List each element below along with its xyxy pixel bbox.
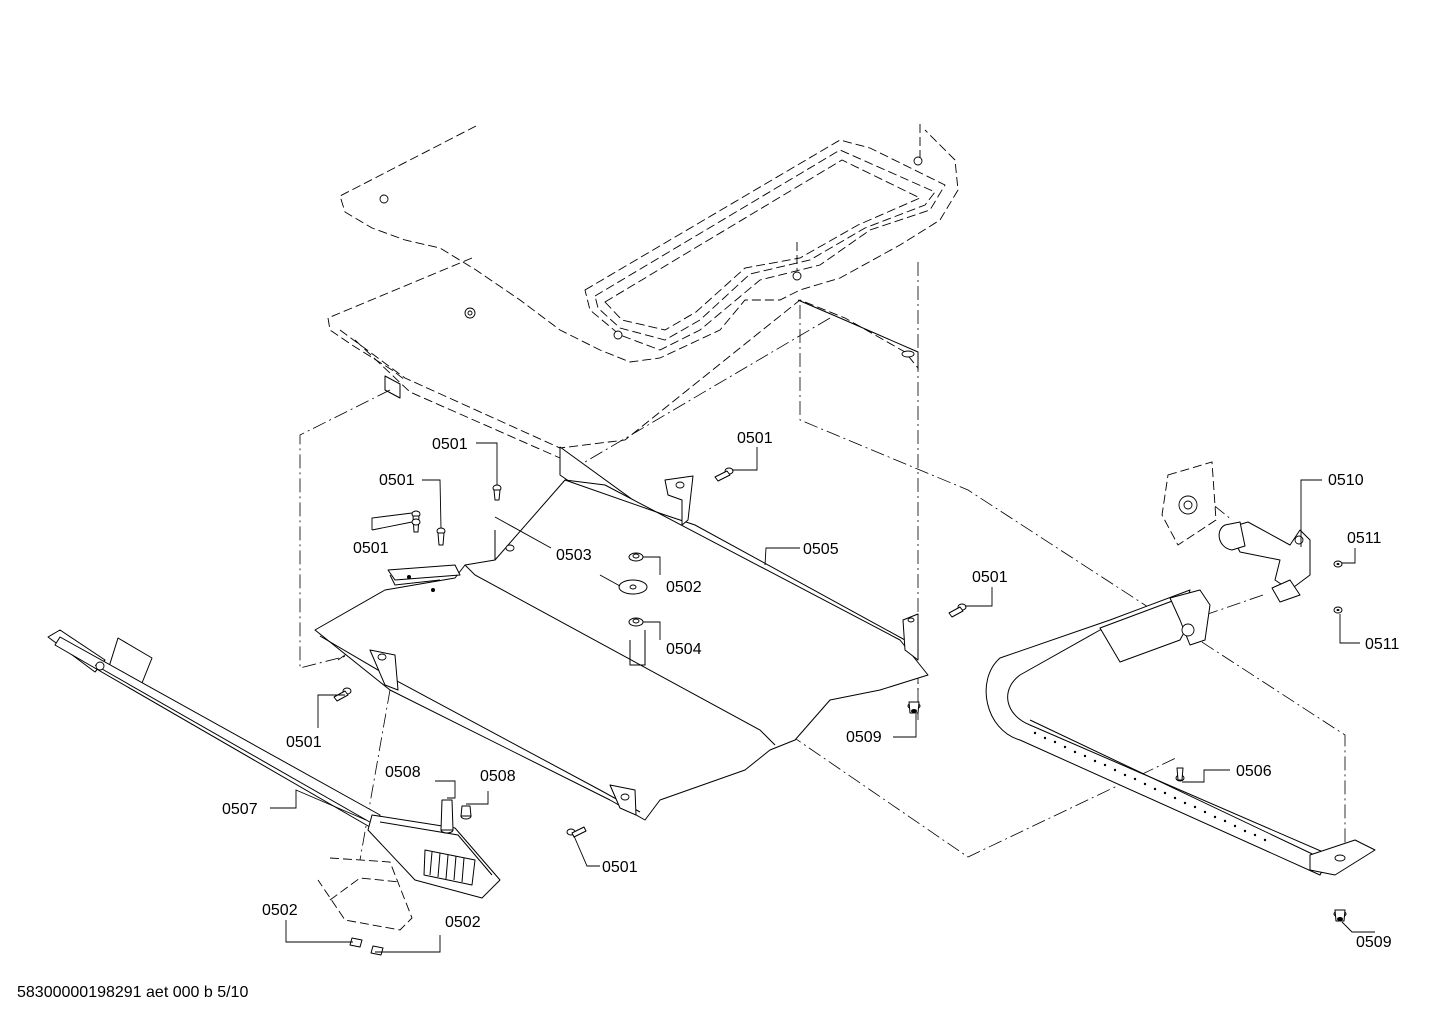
callout-0503: 0503: [556, 547, 592, 564]
screw-0509-right: [1333, 909, 1347, 922]
callout-0511-b: 0511: [1365, 636, 1400, 653]
washer-0503: [618, 579, 648, 595]
screw-0506: [1175, 767, 1185, 782]
callout-0501-top: 0501: [432, 436, 468, 453]
screw-0508-a: [440, 799, 454, 834]
screw-0509-mid: [907, 701, 921, 714]
callout-0501-mid: 0501: [737, 430, 773, 447]
callout-0502-mid: 0502: [666, 579, 702, 596]
callout-0511-a: 0511: [1347, 530, 1382, 547]
screw-0501-mid: [714, 467, 734, 482]
callout-0507: 0507: [222, 801, 258, 818]
screw-0501-left-b: [436, 527, 446, 546]
screw-0508-b: [460, 805, 472, 820]
burner-ports: [1033, 731, 1267, 842]
callout-0501-left-b: 0501: [353, 540, 389, 557]
screw-0511-b: [1333, 606, 1343, 614]
screw-0501-bottom: [566, 826, 587, 838]
base-plate-0505: [314, 475, 929, 821]
callout-labels: 0501 0501 0501 0501 0503 0502 0504 0505 …: [222, 430, 1400, 951]
screws: [333, 467, 1347, 922]
callout-0504: 0504: [666, 641, 702, 658]
callout-0509-right: 0509: [1356, 934, 1392, 951]
leader-lines: [270, 442, 1375, 953]
callout-0509-mid: 0509: [846, 729, 882, 746]
burner-tube-0506: [985, 589, 1376, 876]
ghost-oven-frame: [327, 124, 959, 531]
valve-assembly-0510: [1161, 461, 1311, 603]
igniter-block: [317, 814, 501, 956]
washer-0504: [628, 617, 644, 627]
screw-0501-lower-left: [333, 687, 352, 702]
nut-0502: [628, 552, 644, 562]
screw-0511-a: [1333, 560, 1343, 568]
callout-0508-a: 0508: [385, 764, 421, 781]
callout-0506: 0506: [1236, 763, 1272, 780]
callout-0501-lower-left: 0501: [286, 734, 322, 751]
screw-0501-right: [948, 603, 967, 618]
callout-0502-bottom-left: 0502: [262, 902, 298, 919]
screw-0501-left-a: [411, 510, 421, 533]
screw-0501-top: [492, 484, 502, 501]
ignition-rod-0507: [47, 629, 381, 831]
drawing-reference-footer: 58300000198291 aet 000 b 5/10: [17, 984, 248, 1001]
callout-0501-right: 0501: [972, 569, 1008, 586]
callout-0501-bottom: 0501: [602, 859, 638, 876]
callout-0508-b: 0508: [480, 768, 516, 785]
callout-0502-bottom-right: 0502: [445, 914, 481, 931]
assembly-lines: [299, 262, 1346, 861]
callout-0510: 0510: [1328, 472, 1364, 489]
callout-0505: 0505: [803, 541, 839, 558]
callout-0501-left-a: 0501: [379, 472, 415, 489]
